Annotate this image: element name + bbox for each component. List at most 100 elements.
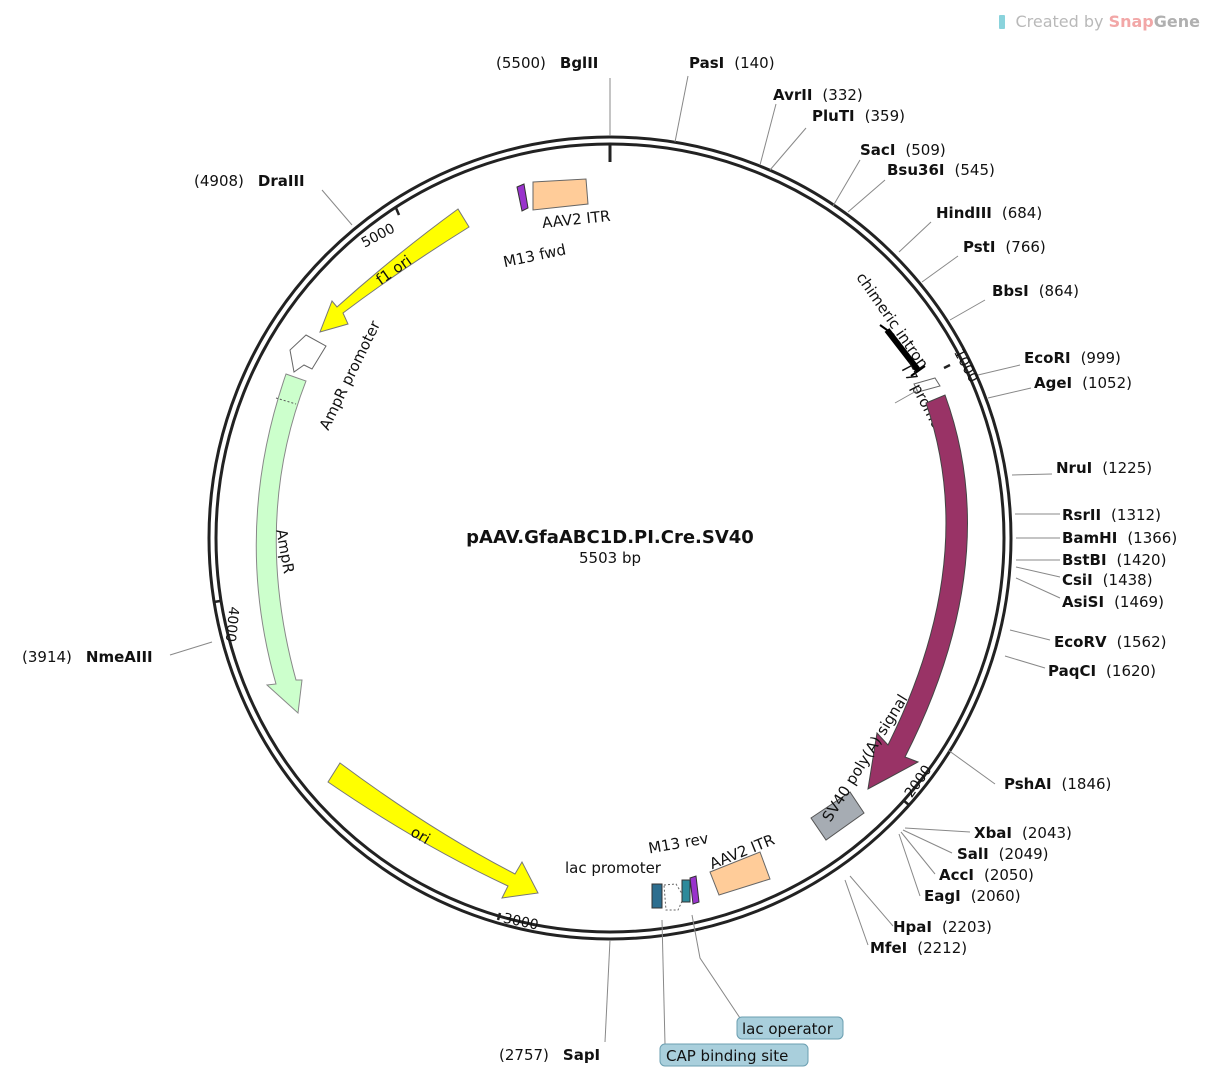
snapgene-logo-icon (999, 15, 1006, 29)
site-asisi: AsiSI(1469) (1062, 593, 1164, 611)
plasmid-size: 5503 bp (579, 549, 641, 567)
site-hpai: HpaI(2203) (893, 918, 992, 936)
site-bbsi: BbsI(864) (992, 282, 1079, 300)
leader-mfei (844, 879, 869, 946)
site-mfei: MfeI(2212) (870, 939, 967, 957)
leader-draiii (321, 189, 353, 226)
watermark-brand: Snap (1108, 12, 1154, 31)
tick-1000 (943, 363, 951, 370)
feature-ampr-boundary (275, 397, 297, 405)
site-nmeaiii: (3914)NmeAIII (22, 648, 153, 666)
site-sapi: (2757)SapI (499, 1046, 600, 1064)
tick-label-5000: 5000 (359, 221, 398, 252)
leader-t7-promoter (894, 389, 919, 404)
leader-bbsi (949, 299, 986, 321)
site-bamhi: BamHI(1366) (1062, 529, 1177, 547)
site-hindiii: HindIII(684) (936, 204, 1042, 222)
site-ecorv: EcoRV(1562) (1054, 633, 1167, 651)
leader-hindiii (898, 221, 932, 253)
feature-chimeric-intron-cap-start (879, 324, 895, 336)
feature-ampr-promoter (289, 334, 327, 373)
feature-label-cre: Cre (956, 584, 978, 612)
site-pluti: PluTI(359) (812, 107, 905, 125)
feature-label-m13-rev: M13 rev (647, 829, 710, 857)
leader-eagi (898, 833, 921, 897)
leader-bsu36i (847, 179, 886, 213)
tick-marks (213, 207, 951, 921)
feature-chimeric-intron-cap-end (910, 365, 926, 377)
leader-hpai (849, 875, 894, 927)
site-bstbi: BstBI(1420) (1062, 551, 1166, 569)
leader-nmeaiii (169, 641, 213, 656)
site-agei: AgeI(1052) (1034, 374, 1132, 392)
snapgene-watermark: Created by SnapGene (999, 12, 1200, 31)
feature-m13-fwd (516, 183, 529, 212)
plasmid-name: pAAV.GfaABC1D.PI.Cre.SV40 (466, 527, 754, 548)
tick-label-1000: 1000 (950, 346, 981, 385)
leader-sali (902, 829, 953, 854)
leader-acci (900, 831, 936, 875)
boxed-label-cap-binding-site-bg (659, 1043, 809, 1067)
site-paqci: PaqCI(1620) (1048, 662, 1156, 680)
leader-saci (832, 159, 861, 207)
site-pshai: PshAI(1846) (1004, 775, 1111, 793)
feature-aav2-itr-top (532, 178, 589, 211)
feature-lac-promoter (663, 883, 685, 911)
leader-pshai (947, 749, 996, 785)
feature-chimeric-intron (884, 328, 921, 372)
leader-agei (987, 387, 1032, 399)
tick-3000 (496, 912, 502, 921)
boxed-label-lac-operator-bg (736, 1016, 844, 1040)
tick-label-3000: 3000 (502, 911, 540, 934)
feature-lac-operator (681, 879, 691, 903)
feature-label-aav2-itr-top: AAV2 ITR (541, 207, 611, 232)
site-bglii: (5500)BglII (496, 54, 598, 72)
site-ecori: EcoRI(999) (1024, 349, 1121, 367)
feature-t7-promoter (913, 377, 941, 393)
site-saci: SacI(509) (860, 141, 946, 159)
feature-aav2-itr-bottom (709, 851, 771, 896)
feature-ampr (255, 373, 307, 715)
feature-label-ampr-promoter: AmpR promoter (316, 317, 385, 433)
leader-sapi (604, 939, 611, 1043)
leader-ecorv (1009, 629, 1051, 641)
leader-csii (1015, 566, 1061, 578)
site-eagi: EagI(2060) (924, 887, 1021, 905)
leader-cap-binding-site (661, 919, 666, 1045)
leader-asisi (1015, 577, 1061, 599)
feature-cre (867, 394, 968, 790)
site-leader-lines (169, 75, 1061, 1045)
feature-f1-ori (319, 208, 470, 333)
site-psti: PstI(766) (963, 238, 1046, 256)
leader-ecori (977, 364, 1021, 376)
feature-sv40-polya (810, 791, 865, 841)
site-xbai: XbaI(2043) (974, 824, 1072, 842)
boxed-label-lac-operator: lac operator (742, 1020, 834, 1038)
tick-5000 (394, 207, 401, 216)
boxed-label-cap-binding-site: CAP binding site (666, 1047, 788, 1065)
tick-2000 (902, 799, 910, 806)
site-bsu36i: Bsu36I(545) (887, 161, 995, 179)
leader-psti (921, 255, 959, 283)
leader-xbai (904, 827, 971, 833)
watermark-brand2: Gene (1153, 12, 1200, 31)
tick-4000 (213, 599, 221, 604)
leader-pluti (769, 127, 807, 171)
site-draiii: (4908)DraIII (194, 172, 305, 190)
site-csii: CsiI(1438) (1062, 571, 1153, 589)
site-acci: AccI(2050) (939, 866, 1034, 884)
tick-label-4000: 4000 (222, 606, 242, 643)
leader-avrii (759, 103, 777, 166)
leader-nrui (1011, 473, 1053, 476)
site-rsrii: RsrII(1312) (1062, 506, 1161, 524)
site-nrui: NruI(1225) (1056, 459, 1152, 477)
leader-paqci (1004, 655, 1046, 669)
backbone-outer-ring (207, 135, 1013, 941)
leader-lac-operator (691, 914, 741, 1019)
feature-cap-binding-site (651, 883, 663, 909)
feature-m13-rev (689, 875, 700, 905)
feature-label-m13-fwd: M13 fwd (502, 240, 568, 271)
site-sali: SalI(2049) (957, 845, 1049, 863)
feature-ori (327, 762, 539, 899)
